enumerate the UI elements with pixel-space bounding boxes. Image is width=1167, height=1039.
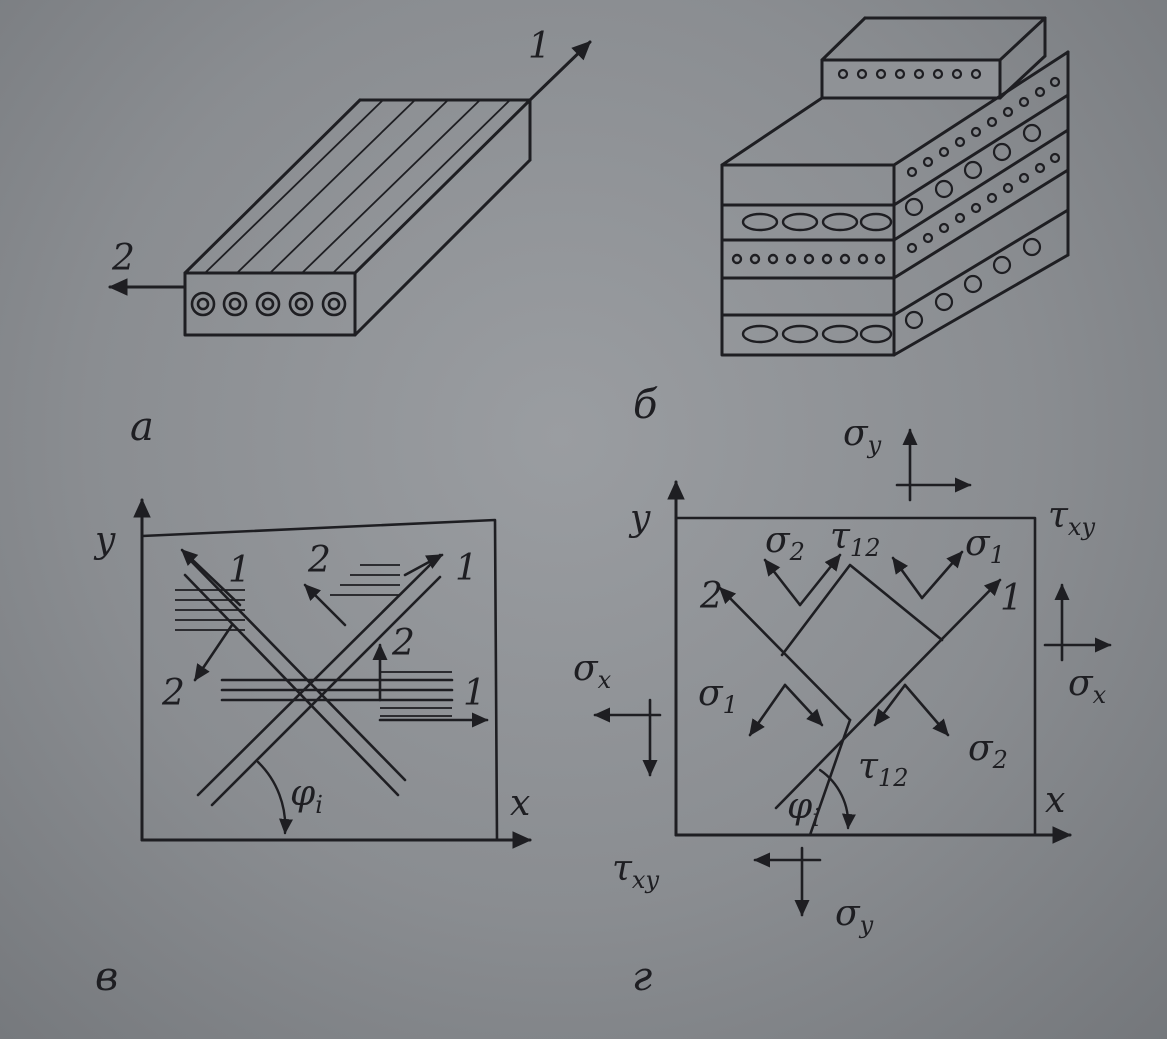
top-ply [820, 16, 1047, 100]
sigma-x-right: σx [1068, 663, 1107, 709]
top-ply-fibers [837, 68, 982, 80]
tau-12-top: τ12 [830, 516, 880, 562]
panel-b-laminate: б [633, 16, 1070, 428]
sigma-1-left: σ1 [698, 673, 738, 719]
fiber-lines [204, 99, 511, 274]
angle-label-d: φi [787, 786, 820, 832]
fiber-hatching-c [175, 564, 452, 717]
caption-b: б [633, 382, 658, 428]
sigma-2-right: σ2 [968, 728, 1008, 774]
axis-2-label: 2 [111, 238, 135, 279]
angle-arc-d [818, 768, 856, 830]
axis-x-label-c: x [510, 783, 530, 824]
ply-arrows-c [180, 548, 489, 728]
tau-xy-bottom: τxy [612, 848, 659, 894]
dir-2-label-d: 2 [699, 576, 723, 617]
caption-c: в [95, 954, 118, 1000]
local-stress-arrows-d [748, 550, 964, 737]
panel-d-stresses: y x 2 1 σy τxy σx σx τxy σy σ2 τ12 σ1 σ1… [573, 413, 1112, 1000]
sigma-y-top: σy [843, 413, 882, 459]
panel-a-lamina: 1 2 а [108, 26, 592, 450]
global-stress-arrows-d [593, 428, 1112, 917]
lamina-outline [183, 98, 532, 337]
front-ply-fibers [731, 212, 893, 344]
ply-label-c-3: 1 [455, 548, 478, 589]
sigma-x-left: σx [573, 648, 612, 694]
panel-c-orientation: y x 1 2 1 2 2 1 φi в [93, 498, 532, 1000]
sigma-y-bottom: σy [835, 893, 874, 939]
axis-1-label: 1 [528, 26, 551, 67]
axis-y-label-c: y [93, 520, 116, 561]
side-ply-fibers [904, 76, 1061, 330]
fiber-ends [190, 291, 347, 317]
tau-12-bottom: τ12 [858, 746, 908, 792]
caption-a: а [130, 404, 154, 450]
angle-label-c: φi [290, 773, 323, 819]
tau-xy-top: τxy [1048, 495, 1095, 541]
panel-d-frame [674, 516, 1037, 837]
stack-outline [720, 50, 1070, 357]
axis-y-label-d: y [628, 498, 651, 539]
panel-c-frame [140, 518, 499, 842]
ply-directions-d [718, 563, 1002, 837]
ply-label-c-2: 2 [307, 540, 331, 581]
ply-label-c-4: 2 [391, 623, 415, 664]
ply-label-c-6: 1 [463, 673, 486, 714]
ply-label-c-1: 1 [228, 550, 251, 591]
ply-label-c-5: 2 [161, 673, 185, 714]
fiber-bands-c [183, 553, 454, 807]
sigma-1-top: σ1 [965, 523, 1005, 569]
sigma-2-top: σ2 [765, 520, 805, 566]
caption-d: г [632, 954, 652, 1000]
axis-1-arrow [528, 40, 592, 102]
angle-arc-c [256, 760, 293, 835]
axis-x-label-d: x [1045, 780, 1065, 821]
dir-1-label-d: 1 [1000, 578, 1023, 619]
